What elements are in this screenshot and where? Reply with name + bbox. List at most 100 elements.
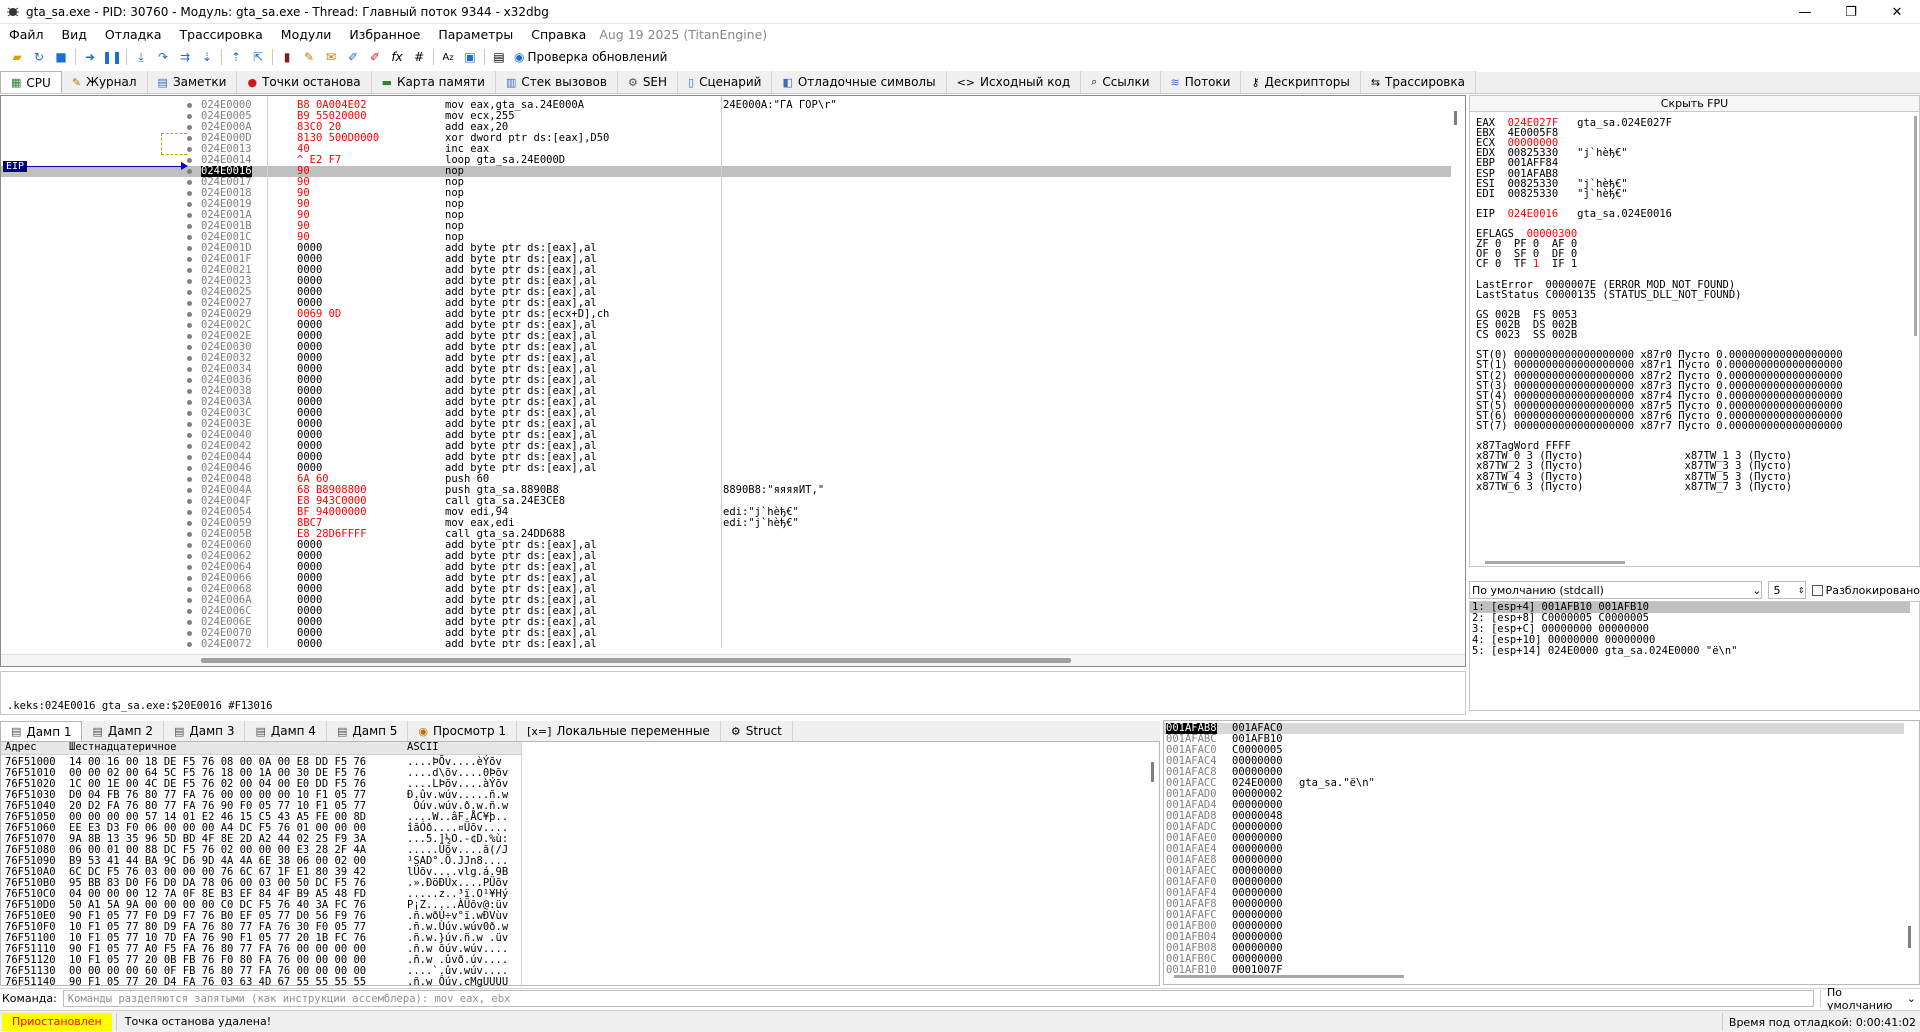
dump-hex[interactable]: 20 D2 FA 76 80 77 FA 76 90 F0 05 77 10 F… (69, 800, 367, 812)
dump-hex[interactable]: 1C 00 1E 00 4C DE F5 76 02 00 04 00 E0 D… (69, 778, 367, 790)
dump-hex[interactable]: 95 BB 83 D0 F6 D0 DA 78 06 00 03 00 50 D… (69, 877, 367, 889)
run-icon[interactable]: ➜ (84, 50, 96, 64)
breakpoint-dot-icon[interactable] (187, 521, 192, 526)
stack-value[interactable]: 00000000 (1232, 953, 1283, 965)
dump-ascii[interactable]: .ñ.wðÙ÷v°ï.wÐVùv (407, 910, 509, 922)
register-line[interactable]: ES 002B DS 002B (1476, 320, 1577, 331)
stack-value[interactable]: 00000048 (1232, 810, 1283, 822)
registers-hscrollbar[interactable] (1485, 561, 1625, 564)
register-line[interactable]: LastStatus C0000135 (STATUS_DLL_NOT_FOUN… (1476, 289, 1742, 301)
breakpoint-dot-icon[interactable] (187, 356, 192, 361)
tab-references[interactable]: ⌕Ссылки (1081, 71, 1161, 93)
tab-breakpoints[interactable]: ●Точки останова (237, 71, 372, 93)
tab-notes[interactable]: ▤Заметки (147, 71, 238, 93)
register-value[interactable]: 4E0005F8 (1507, 127, 1559, 140)
breakpoint-dot-icon[interactable] (187, 169, 192, 174)
dump-hex[interactable]: 14 00 16 00 18 DE F5 76 08 00 0A 00 E8 D… (69, 756, 367, 768)
menu-debug[interactable]: Отладка (104, 26, 162, 42)
breakpoint-dot-icon[interactable] (187, 477, 192, 482)
register-line[interactable]: ST(7) 0000000000000000000 x87r7 Пусто 0.… (1476, 421, 1843, 432)
register-line[interactable]: ESP 001AFAB8 (1476, 168, 1558, 180)
breakpoint-dot-icon[interactable] (187, 587, 192, 592)
tab-dump-3[interactable]: ▤Дамп 3 (163, 721, 246, 741)
breakpoint-dot-icon[interactable] (187, 565, 192, 570)
tab-script[interactable]: ▯Сценарий (678, 71, 773, 93)
tab-locals[interactable]: [x=]Локальные переменные (517, 721, 721, 741)
menu-trace[interactable]: Трассировка (179, 26, 263, 42)
dump-ascii[interactable]: .....Üõv....ã(/J (407, 844, 509, 856)
stack-value[interactable]: 001AFB10 (1232, 733, 1283, 745)
breakpoint-dot-icon[interactable] (187, 444, 192, 449)
tab-cpu[interactable]: ▦CPU (0, 71, 62, 93)
stack-value[interactable]: 00000000 (1232, 920, 1283, 932)
stack-arg-row[interactable]: 5: [esp+14] 024E0000 gta_sa.024E0000 "ё\… (1472, 645, 1738, 657)
breakpoint-dot-icon[interactable] (187, 367, 192, 372)
menu-plugins[interactable]: Модули (280, 26, 332, 42)
stack-value[interactable]: 0001007F (1232, 964, 1283, 976)
register-line[interactable]: x87TW_2 3 (Пусто) x87TW_3 3 (Пусто) (1476, 461, 1792, 472)
breakpoint-dot-icon[interactable] (187, 290, 192, 295)
breakpoint-dot-icon[interactable] (187, 389, 192, 394)
tab-source[interactable]: <>Исходный код (946, 71, 1082, 93)
dump-hex[interactable]: 90 F1 05 77 F0 D9 F7 76 B0 EF 05 77 D0 5… (69, 910, 367, 922)
maximize-button[interactable]: ❐ (1845, 4, 1857, 20)
command-mode-select[interactable]: По умолчанию⌄ (1820, 986, 1920, 1012)
tab-dump-2[interactable]: ▤Дамп 2 (82, 721, 164, 741)
register-line[interactable]: ST(4) 0000000000000000000 x87r4 Пусто 0.… (1476, 390, 1843, 402)
restart-icon[interactable]: ↻ (33, 50, 45, 64)
hide-fpu-button[interactable]: Скрыть FPU (1470, 96, 1919, 112)
breakpoint-dot-icon[interactable] (187, 411, 192, 416)
dump-ascii[interactable]: ....`.ûv.wúv.... (407, 965, 509, 977)
bookmarks-icon[interactable]: ✐ (369, 50, 381, 64)
stack-value[interactable]: 00000000 (1232, 887, 1283, 899)
dump-ascii[interactable]: .ñ.w õúv.wúv.... (407, 943, 509, 955)
breakpoint-dot-icon[interactable] (187, 510, 192, 515)
register-line[interactable]: OF 0 SF 0 DF 0 (1476, 249, 1577, 260)
breakpoint-dot-icon[interactable] (187, 279, 192, 284)
run-to-user-code-icon[interactable]: ⇱ (252, 50, 264, 64)
trace-into-icon[interactable]: ⇉ (179, 50, 191, 64)
register-value[interactable]: 1 (1532, 258, 1540, 271)
breakpoint-dot-icon[interactable] (187, 213, 192, 218)
register-line[interactable]: EIP 024E0016 gta_sa.024E0016 (1476, 208, 1672, 220)
register-line[interactable]: CS 0023 SS 002B (1476, 330, 1577, 341)
stop-icon[interactable]: ■ (55, 50, 67, 64)
stack-value[interactable]: 00000000 (1232, 843, 1283, 855)
breakpoint-dot-icon[interactable] (187, 345, 192, 350)
stack-value[interactable]: 00000000 (1232, 832, 1283, 844)
